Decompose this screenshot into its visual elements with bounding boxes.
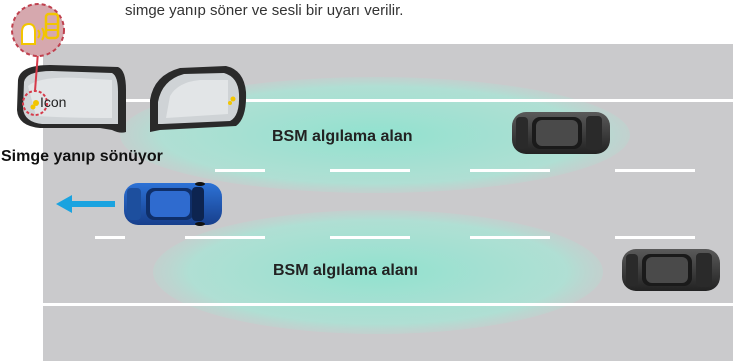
- upper-zone-label: BSM algılama alan: [272, 128, 413, 145]
- lane-markings: [43, 99, 733, 306]
- right-side-mirror: [150, 66, 247, 132]
- lane-line-bottom: [43, 303, 733, 306]
- mirror-indicator-dot: [33, 100, 39, 106]
- lane-line-top: [43, 99, 733, 102]
- vehicle-upper-lane: [512, 112, 610, 154]
- left-arrow-icon: [56, 195, 115, 213]
- ego-car: [124, 182, 222, 226]
- lower-zone-label: BSM algılama alanı: [273, 262, 418, 279]
- lane-dashes-lower: [95, 236, 695, 239]
- vehicle-lower-lane: [622, 249, 720, 291]
- mirror-icon-label: Icon: [40, 94, 67, 110]
- mirror-indicator-dot-right: [230, 96, 236, 102]
- upper-detection-zone: [120, 77, 630, 193]
- left-side-mirror: [17, 65, 126, 133]
- lane-dashes-upper: [215, 169, 695, 172]
- callout-line: [34, 51, 39, 92]
- icon-blinking-label: Simge yanıp sönüyor: [1, 148, 163, 165]
- bsm-warning-icon: [11, 3, 65, 57]
- caption-text: simge yanıp söner ve sesli bir uyarı ver…: [125, 2, 404, 19]
